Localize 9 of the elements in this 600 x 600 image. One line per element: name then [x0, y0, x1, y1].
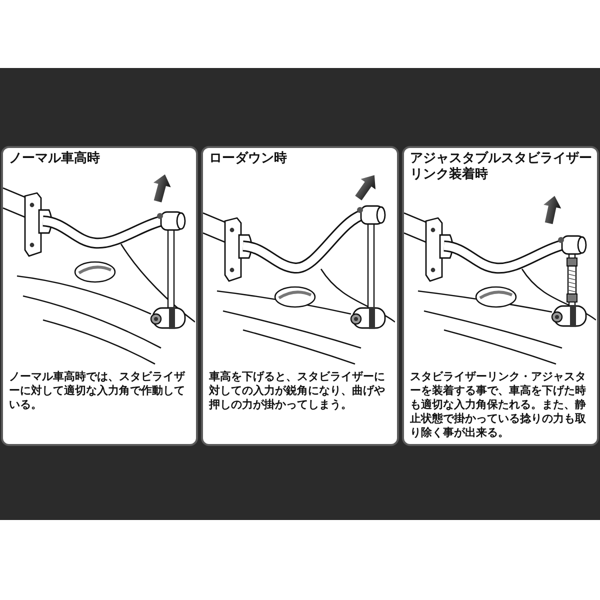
panel-title: ローダウン時 [209, 151, 287, 167]
info-panel [201, 146, 399, 446]
panel-title: ノーマル車高時 [9, 151, 100, 167]
info-panel [1, 146, 198, 446]
panel-description: 車高を下げると、スタビライザーに対しての入力が鋭角になり、曲げや押しの力が掛かってしまう。 [209, 370, 386, 412]
panel-description: ノーマル車高時では、スタビライザーに対して適切な入力角で作動している。 [9, 370, 186, 412]
panel-title: アジャスタブルスタビライザーリンク装着時 [410, 151, 593, 183]
info-panel [402, 146, 599, 446]
panel-description: スタビライザーリンク・アジャスターを装着する事で、車高を下げた時も適切な入力角保たれる。また、静止状態で掛かっている捻りの力も取り除く事が出来る。 [410, 370, 587, 440]
